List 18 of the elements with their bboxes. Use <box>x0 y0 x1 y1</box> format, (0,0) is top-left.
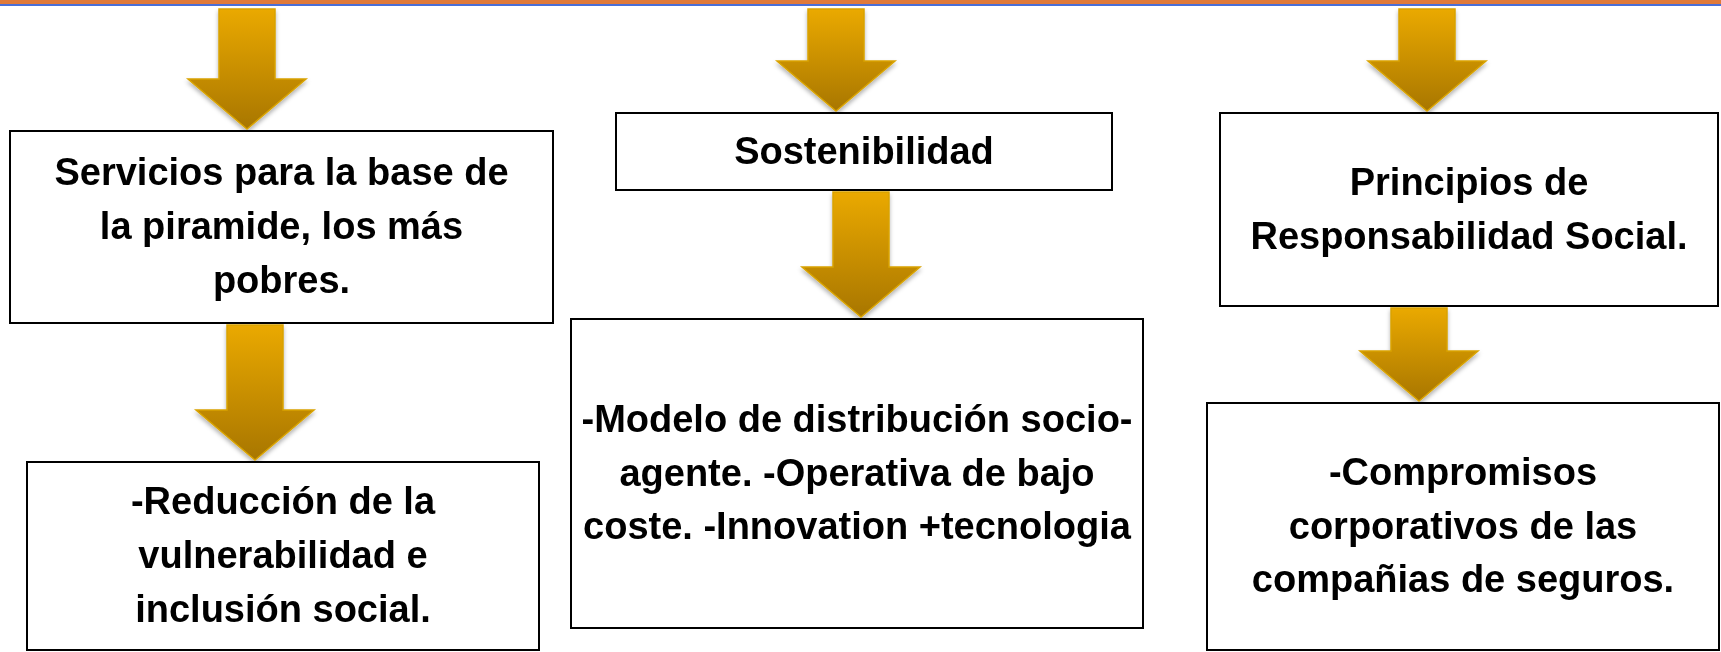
block-arrow <box>1357 307 1481 402</box>
block-arrow <box>799 191 923 318</box>
box-text: Sostenibilidad <box>734 128 994 174</box>
box-text: -Reducción de la vulnerabilidad e inclusión social. <box>129 479 437 632</box>
block-arrow <box>185 8 309 130</box>
box-text: Principios de Responsabilidad Social. <box>1249 159 1689 259</box>
text-box <box>26 461 540 651</box>
text-box <box>1206 402 1720 651</box>
text-box <box>9 130 554 324</box>
block-arrow <box>193 324 317 461</box>
box-text: -Compromisos corporativos de las compañias de seguros. <box>1250 449 1676 603</box>
box-text: -Modelo de distribución socio-agente. -Operativa de bajo coste. -Innovation +tecnologia <box>580 396 1134 550</box>
text-box <box>1219 112 1719 307</box>
block-arrow <box>774 8 898 112</box>
block-arrow <box>1365 8 1489 112</box>
box-text: Servicios para la base de la piramide, los más pobres. <box>53 150 510 303</box>
text-box <box>615 112 1113 191</box>
text-box <box>570 318 1144 629</box>
